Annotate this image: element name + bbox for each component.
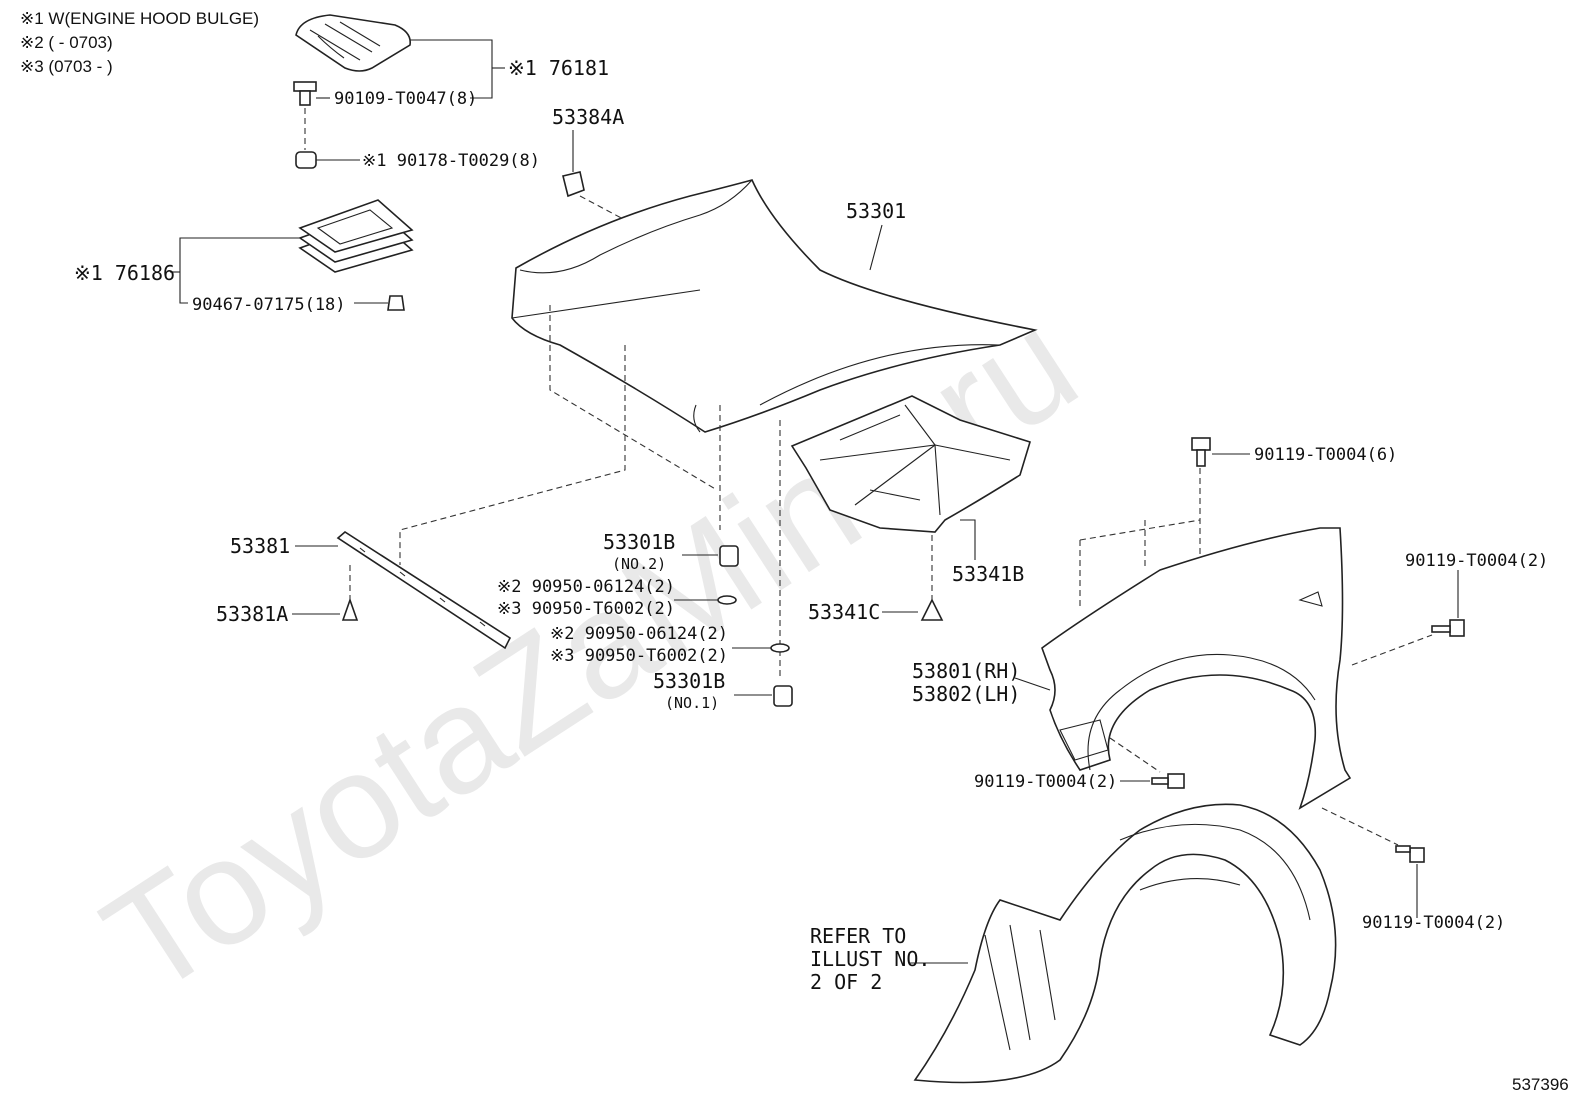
bolt-90119-left-icon[interactable]	[1151, 773, 1185, 789]
label-90467: 90467-07175(18)	[192, 295, 346, 315]
label-53301b-no1: 53301B	[653, 669, 725, 693]
bolt-90119-right-icon[interactable]	[1431, 619, 1465, 637]
refer-line-3: 2 OF 2	[810, 970, 882, 994]
label-90950-a2: ※3 90950-T6002(2)	[497, 599, 675, 619]
engine-hood-part[interactable]	[511, 179, 1038, 433]
cushion-53384a-icon[interactable]	[562, 171, 585, 198]
label-76186: ※1 76186	[74, 261, 175, 285]
label-90119-right: 90119-T0004(2)	[1405, 551, 1548, 571]
label-90119-bottom: 90119-T0004(2)	[1362, 913, 1505, 933]
refer-line-1: REFER TO	[810, 924, 906, 948]
gasket-76186-part[interactable]	[298, 199, 414, 273]
clip-53341c-icon[interactable]	[920, 598, 944, 621]
fender-liner-part[interactable]	[913, 803, 1337, 1084]
refer-line-2: ILLUST NO.	[810, 947, 930, 971]
cushion-53301b-no1-icon[interactable]	[773, 685, 793, 707]
label-53301b-no2: 53301B	[603, 530, 675, 554]
label-53801-rh: 53801(RH)	[912, 659, 1020, 683]
label-90178: ※1 90178-T0029(8)	[362, 151, 540, 171]
bolt-90119-bottom-icon[interactable]	[1395, 845, 1425, 863]
note-engine-hood-bulge: ※1 W(ENGINE HOOD BULGE)	[20, 9, 259, 28]
label-53341b: 53341B	[952, 562, 1024, 586]
bolt-90109-icon[interactable]	[293, 81, 317, 106]
label-53301b-no2-sub: (NO.2)	[612, 555, 666, 573]
hood-insulator-part[interactable]	[790, 395, 1031, 533]
hood-support-rail-part[interactable]	[336, 531, 512, 650]
front-fender-part[interactable]	[1041, 527, 1352, 810]
label-53301: 53301	[846, 199, 906, 223]
label-90950-b1: ※2 90950-06124(2)	[550, 624, 728, 644]
washer-90950-a-icon[interactable]	[717, 595, 737, 605]
label-76181: ※1 76181	[508, 56, 609, 80]
label-53384a: 53384A	[552, 105, 624, 129]
note-range-2: ※3 (0703 - )	[20, 57, 113, 76]
clip-90467-icon[interactable]	[387, 295, 405, 311]
washer-90950-b-icon[interactable]	[770, 643, 790, 653]
cushion-53301b-no2-icon[interactable]	[719, 545, 739, 567]
label-90950-b2: ※3 90950-T6002(2)	[550, 646, 728, 666]
label-53381: 53381	[230, 534, 290, 558]
note-range-1: ※2 ( - 0703)	[20, 33, 113, 52]
label-90119-top: 90119-T0004(6)	[1254, 445, 1397, 465]
label-53301b-no1-sub: (NO.1)	[665, 694, 719, 712]
label-53381a: 53381A	[216, 602, 288, 626]
clip-53381a-icon[interactable]	[341, 597, 359, 621]
label-90109: 90109-T0047(8)	[334, 89, 477, 109]
label-90950-a1: ※2 90950-06124(2)	[497, 577, 675, 597]
label-53341c: 53341C	[808, 600, 880, 624]
label-90119-left: 90119-T0004(2)	[974, 772, 1117, 792]
hood-bulge-part[interactable]	[295, 14, 412, 72]
nut-90178-icon[interactable]	[295, 151, 317, 169]
label-53802-lh: 53802(LH)	[912, 682, 1020, 706]
figure-number: 537396	[1512, 1075, 1569, 1094]
bolt-90119-top-icon[interactable]	[1191, 437, 1211, 467]
